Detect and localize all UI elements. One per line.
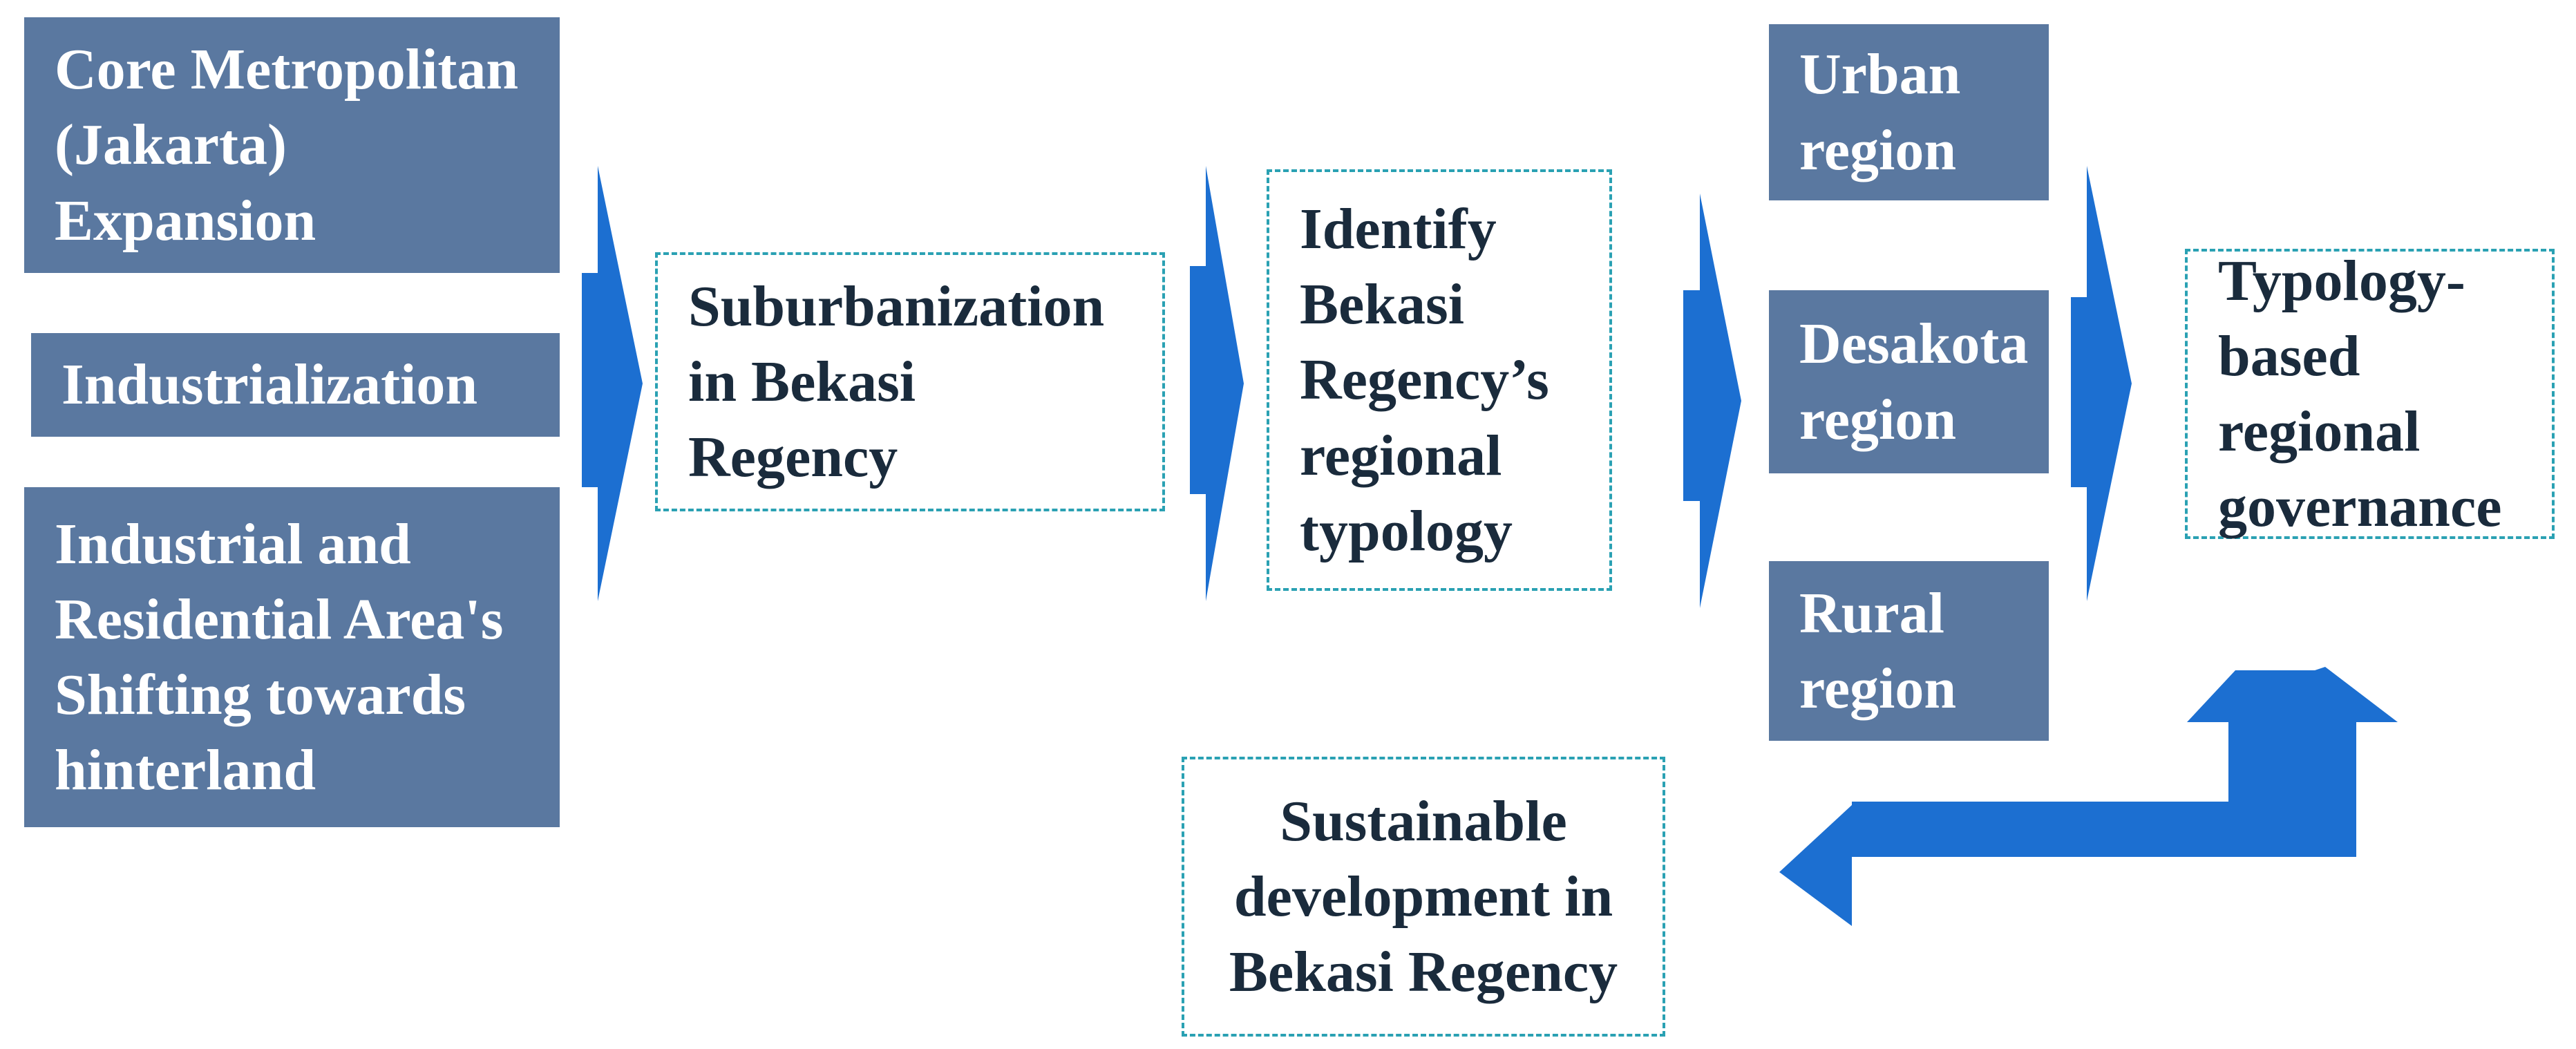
node-line: region <box>1799 656 1957 721</box>
node-line: Rural <box>1799 580 1944 645</box>
node-identify-typology: Identify Bekasi Regency’s regional typol… <box>1267 169 1612 591</box>
node-line: Sustainable <box>1280 788 1567 853</box>
node-line: region <box>1799 387 1957 452</box>
node-desakota-region: Desakota region <box>1769 290 2049 473</box>
node-line: Core Metropolitan <box>55 37 519 102</box>
node-line: Industrial and <box>55 511 411 576</box>
node-sustainable-development: Sustainable development in Bekasi Regenc… <box>1182 757 1665 1037</box>
node-line: Regency <box>688 425 898 490</box>
node-line: regional <box>1300 423 1502 488</box>
node-line: Residential Area's <box>55 587 504 652</box>
arrow-governance-to-sustainable <box>1779 670 2315 926</box>
node-line: governance <box>2218 475 2502 540</box>
node-line: in Bekasi <box>688 349 916 414</box>
arrow-suburbanization-to-identify <box>1190 166 1244 601</box>
node-line: Urban <box>1799 42 1961 107</box>
node-line: Expansion <box>55 188 316 253</box>
node-line: regional <box>2218 399 2421 464</box>
arrow-identify-to-regions <box>1683 193 1741 608</box>
node-line: based <box>2218 323 2360 388</box>
node-line: Desakota <box>1799 312 2029 377</box>
arrow-regions-to-governance <box>2071 166 2132 601</box>
node-suburbanization: Suburbanization in Bekasi Regency <box>655 252 1165 511</box>
node-urban-region: Urban region <box>1769 24 2049 200</box>
node-core-metropolitan-expansion: Core Metropolitan (Jakarta) Expansion <box>24 17 560 273</box>
node-line: (Jakarta) <box>55 113 287 178</box>
node-line: Industrialization <box>61 352 478 417</box>
node-line: Suburbanization <box>688 274 1105 339</box>
node-line: hinterland <box>55 738 316 803</box>
node-line: Typology- <box>2218 248 2465 313</box>
node-line: Shifting towards <box>55 663 466 727</box>
arrow-governance-to-sustainable-head <box>2315 667 2398 857</box>
node-line: Identify <box>1300 197 1497 262</box>
arrow-drivers-to-suburbanization <box>582 166 643 601</box>
node-line: typology <box>1300 498 1513 563</box>
node-line: Bekasi Regency <box>1229 940 1618 1005</box>
node-rural-region: Rural region <box>1769 561 2049 741</box>
node-line: development in <box>1233 864 1613 929</box>
node-line: region <box>1799 117 1957 182</box>
node-line: Regency’s <box>1300 348 1549 413</box>
node-industrialization: Industrialization <box>31 333 560 437</box>
node-line: Bekasi <box>1300 272 1465 337</box>
node-industrial-residential-shifting: Industrial and Residential Area's Shifti… <box>24 487 560 827</box>
node-typology-governance: Typology- based regional governance <box>2185 249 2555 539</box>
